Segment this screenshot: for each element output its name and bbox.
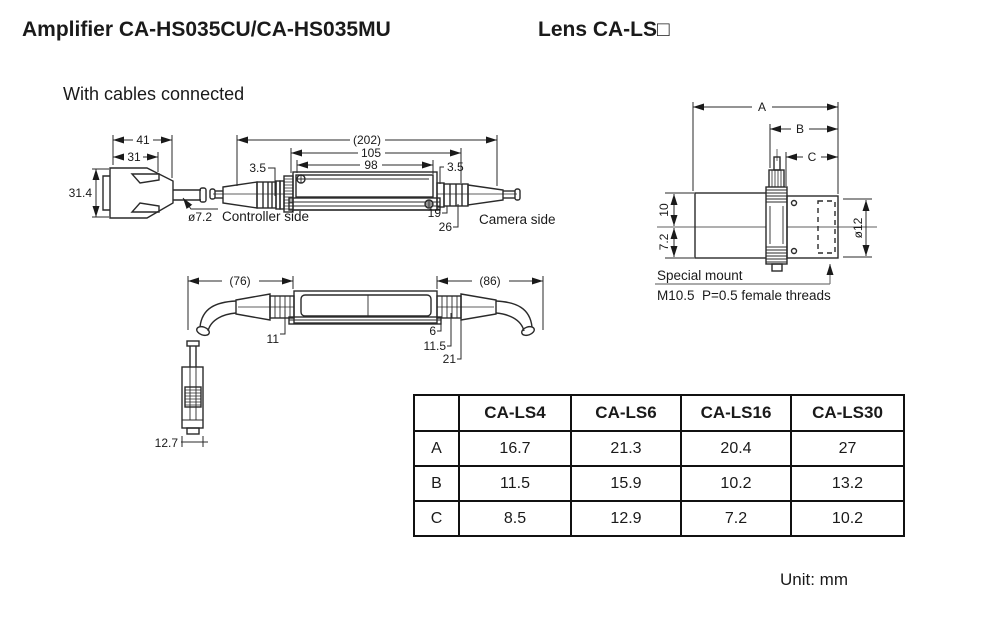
cell-value: 21.3 [570,430,682,467]
row-label-a: A [413,430,460,467]
table-corner-cell [413,394,460,432]
dim-7-2: 7.2 [657,233,671,250]
dim-B: B [796,122,804,136]
dim-76: (76) [229,274,250,288]
dim-105: 105 [361,146,381,160]
page-title-lens: Lens CA-LS□ [538,18,670,41]
cell-value: 15.9 [570,465,682,502]
cell-value: 11.5 [458,465,572,502]
lens-dimension-table: CA-LS4 CA-LS6 CA-LS16 CA-LS30 A 16.7 21.… [413,394,905,537]
dim-12-7: 12.7 [155,436,179,450]
page-title-amplifier: Amplifier CA-HS035CU/CA-HS035MU [22,18,391,41]
label-camera-side: Camera side [479,212,556,227]
plug-front-view: 41 31 31.4 ø7.2 [69,133,218,224]
plug-side-view: 12.7 [155,340,208,450]
dim-98: 98 [364,158,378,172]
cell-value: 20.4 [680,430,792,467]
cell-value: 10.2 [790,500,905,537]
dim-A: A [758,100,766,114]
dim-86: (86) [479,274,500,288]
dim-6: 6 [429,324,436,338]
cell-value: 12.9 [570,500,682,537]
table-col-cals30: CA-LS30 [790,394,905,432]
dim-11-5: 11.5 [424,339,447,353]
dim-C: C [808,150,817,164]
table-header-row: CA-LS4 CA-LS6 CA-LS16 CA-LS30 [413,394,905,432]
table-row: B 11.5 15.9 10.2 13.2 [413,465,905,502]
cell-value: 27 [790,430,905,467]
table-col-cals4: CA-LS4 [458,394,572,432]
label-special-mount: Special mount [657,268,743,283]
table-row: C 8.5 12.9 7.2 10.2 [413,500,905,537]
dim-3-5-right: 3.5 [447,160,464,174]
label-mount-thread: M10.5 P=0.5 female threads [657,288,831,303]
dim-11: 11 [267,332,280,346]
row-label-b: B [413,465,460,502]
dim-21: 21 [443,352,457,366]
cell-value: 13.2 [790,465,905,502]
label-controller-side: Controller side [222,209,309,224]
dim-10: 10 [657,203,671,217]
unit-label: Unit: mm [780,570,848,589]
amplifier-side-view: (202) 105 98 3.5 3.5 19 26 Controller si… [209,133,556,234]
cell-value: 7.2 [680,500,792,537]
table-row: A 16.7 21.3 20.4 27 [413,430,905,467]
amplifier-cabled-view: (76) (86) 11 6 11.5 [187,274,544,366]
row-label-c: C [413,500,460,537]
dim-202: (202) [353,133,381,147]
lens-view: A B C 10 [655,99,877,303]
cell-value: 16.7 [458,430,572,467]
dim-3-5-left: 3.5 [249,161,266,175]
dim-26: 26 [439,220,453,234]
dim-cable-dia: ø7.2 [188,210,212,224]
dim-31-4: 31.4 [69,186,93,200]
table-col-cals6: CA-LS6 [570,394,682,432]
table-col-cals16: CA-LS16 [680,394,792,432]
section-subtitle: With cables connected [63,84,245,104]
cell-value: 10.2 [680,465,792,502]
dim-19: 19 [428,206,442,220]
dim-41: 41 [136,133,150,147]
dim-lens-dia: ø12 [851,217,865,238]
cell-value: 8.5 [458,500,572,537]
dim-31: 31 [127,150,141,164]
